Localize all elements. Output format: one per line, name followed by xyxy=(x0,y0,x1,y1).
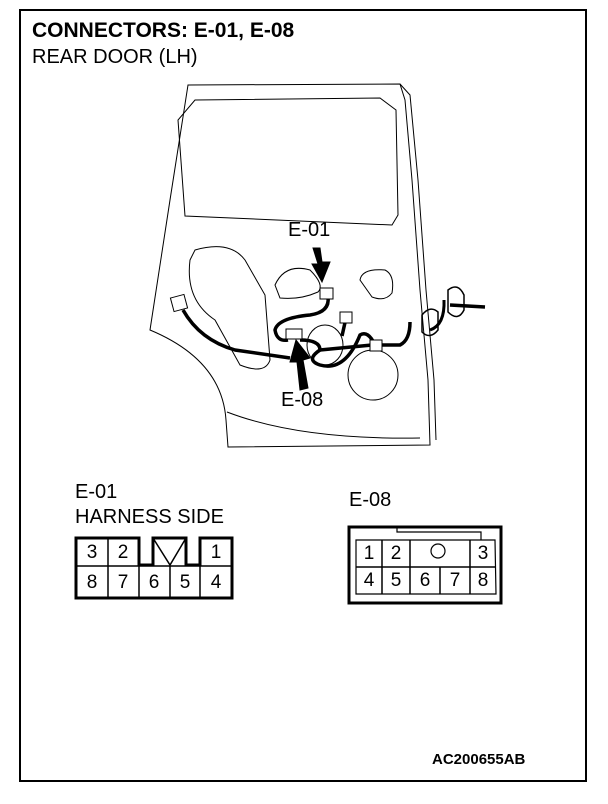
door-inner-edge xyxy=(399,83,437,441)
connector-e01-body xyxy=(319,287,334,300)
harness-wire-main xyxy=(299,321,412,368)
connector-left xyxy=(169,293,189,313)
e08-pin: 8 xyxy=(477,570,489,591)
grommet-inner xyxy=(421,308,439,337)
e08-pin: 6 xyxy=(419,570,431,591)
e01-pin: 6 xyxy=(148,572,160,593)
callout-label-e08: E-08 xyxy=(281,389,324,411)
connector-e01-title: E-01 xyxy=(75,481,118,503)
e08-key-hole xyxy=(430,543,446,559)
arrow-e01 xyxy=(311,247,331,284)
e08-pin: 1 xyxy=(363,543,375,564)
e01-pin: 4 xyxy=(210,572,222,593)
e01-pin: 3 xyxy=(86,542,98,563)
e08-pin: 3 xyxy=(477,543,489,564)
door-outline xyxy=(149,83,431,448)
figure-code: AC200655AB xyxy=(432,751,526,768)
service-hole-right xyxy=(359,269,394,300)
connector-right xyxy=(369,339,383,352)
harness-wire-left xyxy=(181,309,291,360)
grommet-wire xyxy=(429,299,446,332)
service-hole-left xyxy=(188,246,271,370)
e01-pin: 7 xyxy=(117,572,129,593)
harness-wire-e01 xyxy=(273,296,330,343)
window-opening xyxy=(177,97,399,226)
e08-pin: 5 xyxy=(390,570,402,591)
service-hole-mid xyxy=(274,267,321,299)
arrow-e08 xyxy=(289,338,311,391)
e08-pin: 7 xyxy=(449,570,461,591)
e01-pin: 1 xyxy=(210,542,222,563)
connector-e08-title: E-08 xyxy=(349,489,392,511)
page-subtitle: REAR DOOR (LH) xyxy=(32,46,198,68)
callout-label-e01: E-01 xyxy=(288,219,331,241)
e08-pin: 4 xyxy=(363,570,375,591)
e08-pin: 2 xyxy=(390,543,402,564)
connector-e08-body xyxy=(285,328,303,340)
e01-pin: 5 xyxy=(179,572,191,593)
grommet-outer xyxy=(447,286,465,318)
key-notch-v xyxy=(152,537,187,567)
connector-upper xyxy=(339,311,353,324)
connector-e01-side-label: HARNESS SIDE xyxy=(75,506,224,528)
e01-pin: 2 xyxy=(117,542,129,563)
page-title: CONNECTORS: E-01, E-08 xyxy=(32,19,295,42)
door-lower-panel xyxy=(226,411,421,439)
e01-pin: 8 xyxy=(86,572,98,593)
diagram-frame xyxy=(19,9,587,782)
